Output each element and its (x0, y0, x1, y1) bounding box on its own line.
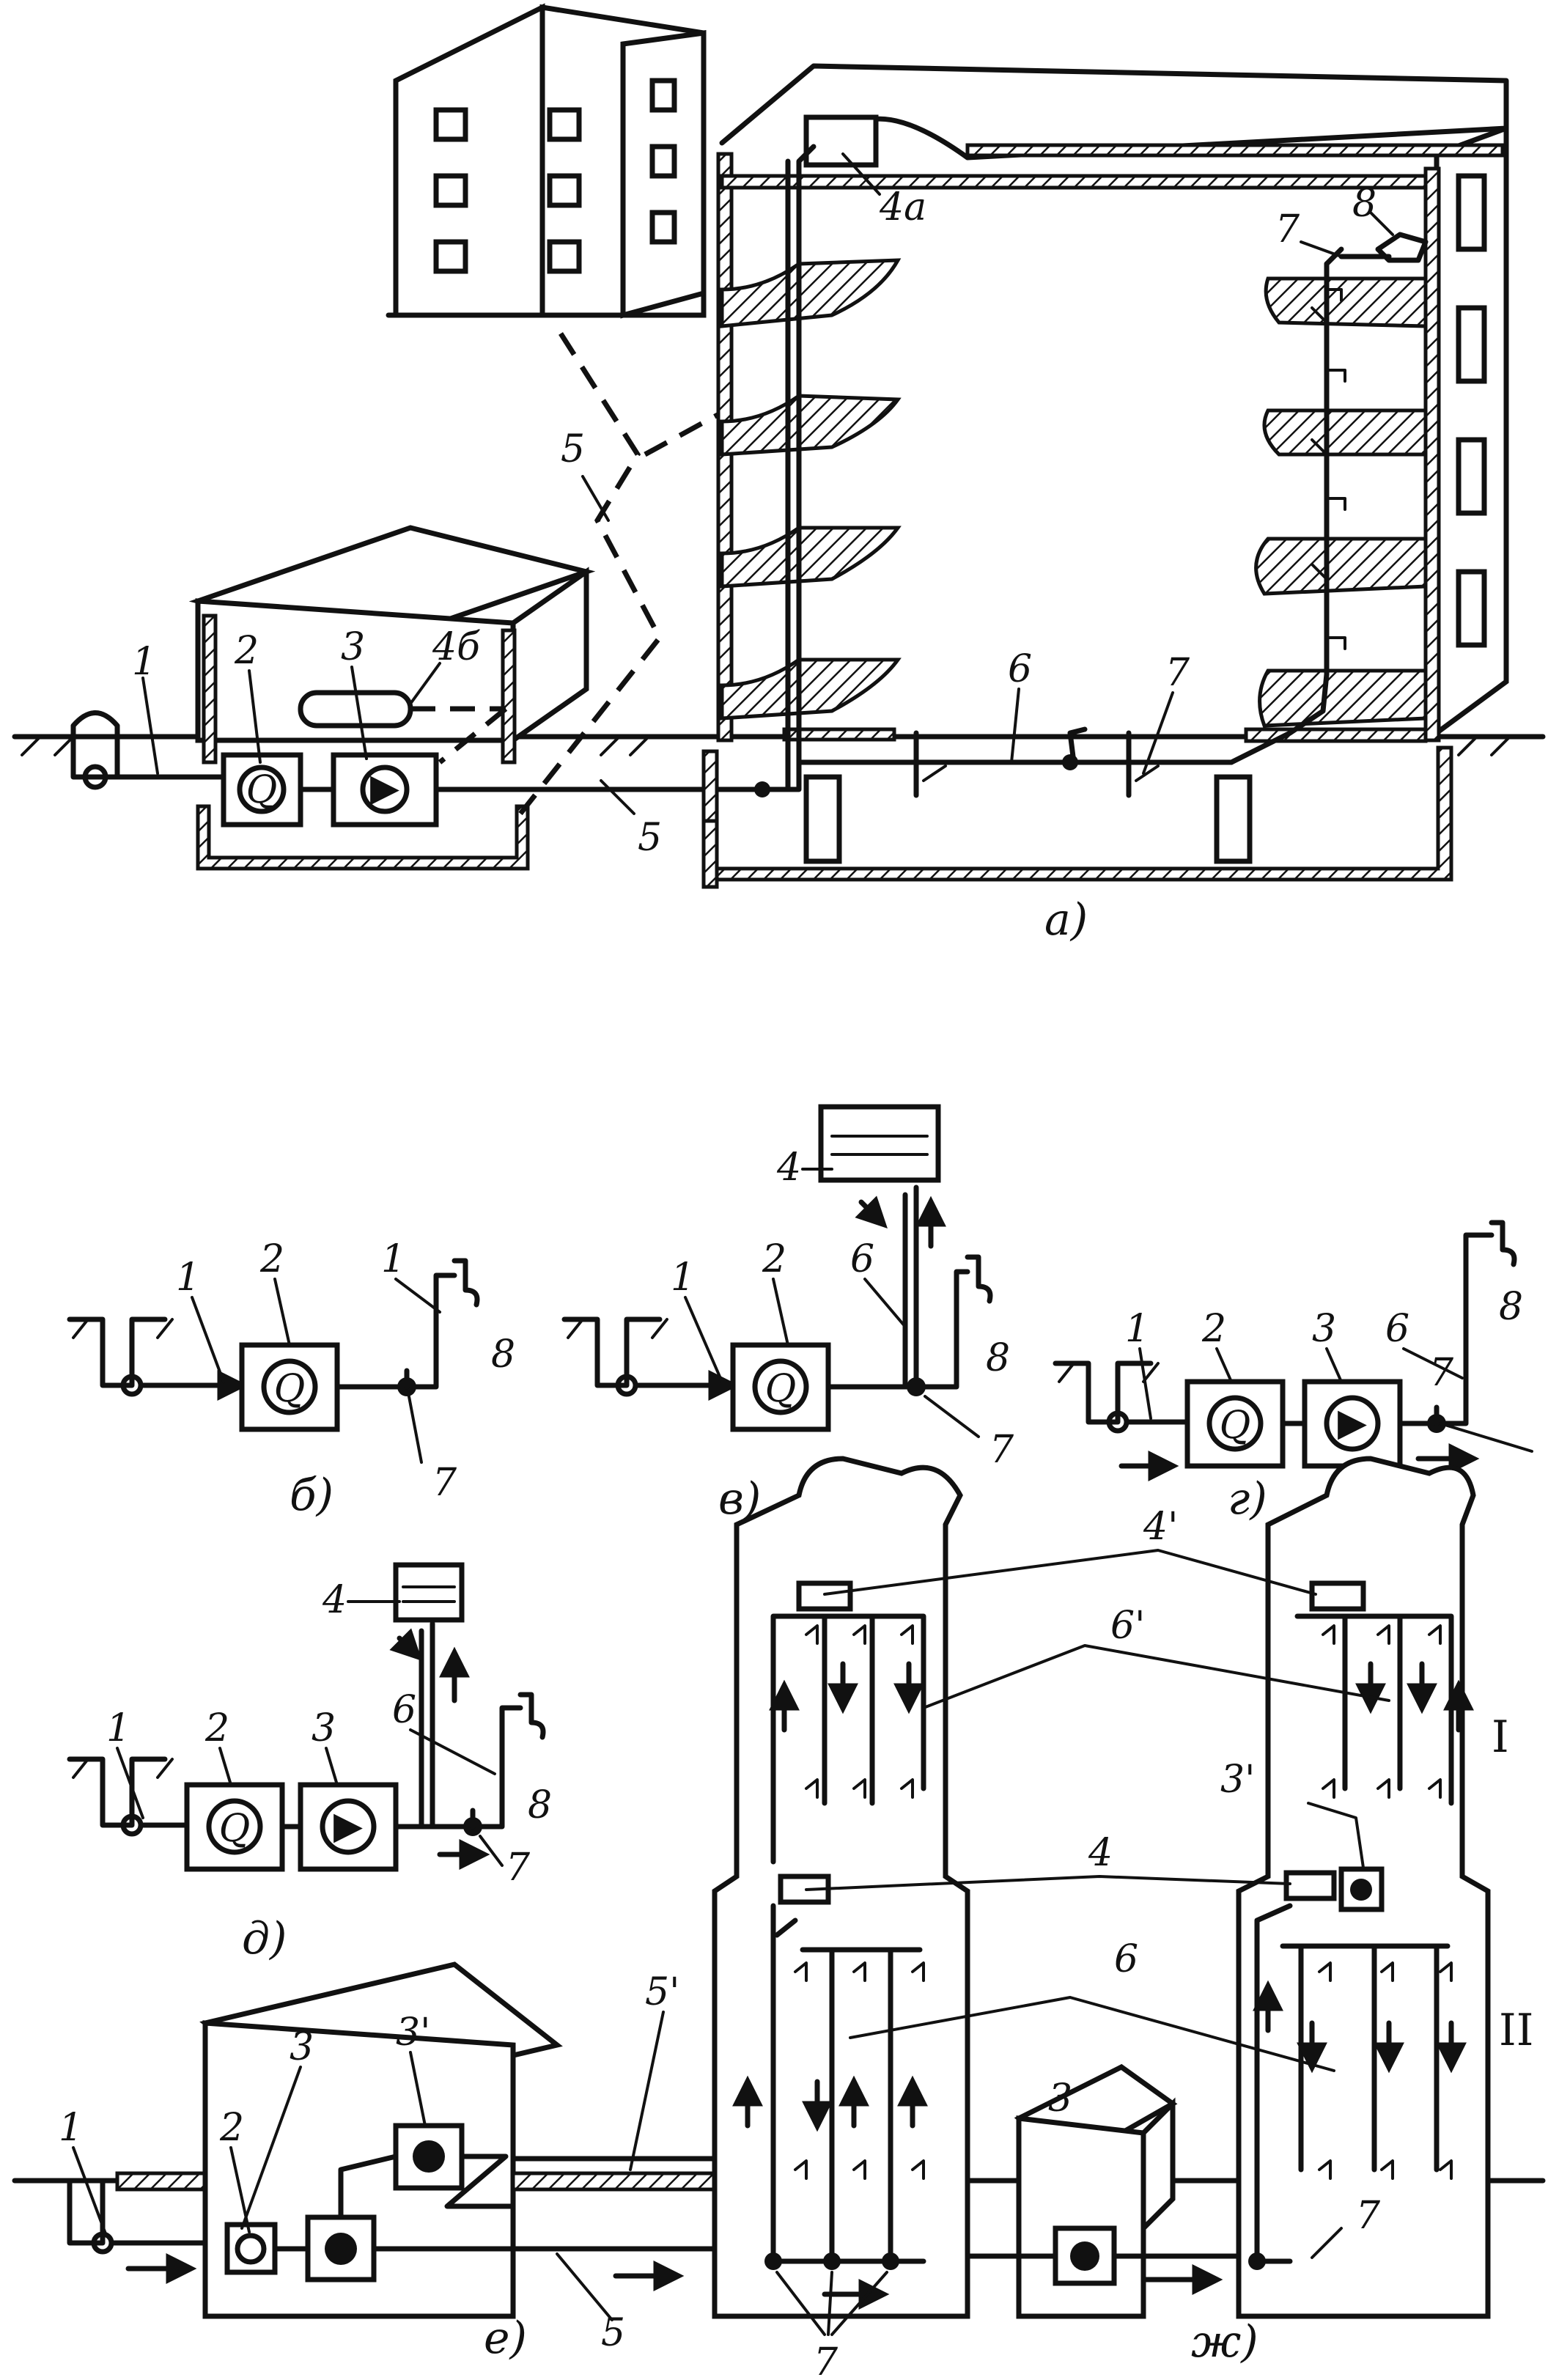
label-zh-3: 3 (1048, 2077, 1072, 2121)
label-a-7-top: 7 (1275, 207, 1300, 251)
label-b-2: 2 (259, 1237, 284, 1281)
label-g-2: 2 (1201, 1307, 1226, 1351)
left-tower-tank-4p (796, 1580, 853, 1612)
label-d-3: 3 (312, 1706, 336, 1750)
label-e-3p: 3' (396, 2011, 430, 2055)
label-v-4: 4 (776, 1146, 801, 1190)
label-e-1: 1 (59, 2106, 83, 2150)
label-b-8: 8 (491, 1333, 515, 1377)
label-a-5-top: 5 (561, 427, 585, 471)
zone-1-label: I (1492, 1712, 1509, 1763)
caption-d: д) (242, 1913, 287, 1964)
label-d-1: 1 (106, 1706, 130, 1750)
label-v-7: 7 (989, 1428, 1014, 1472)
label-a-4a: 4а (879, 185, 926, 229)
figure-g-scheme: Q ▶ 1 2 3 6 7 8 г) (1053, 1220, 1533, 1525)
label-g-1: 1 (1125, 1307, 1149, 1351)
label-a-2: 2 (234, 629, 259, 673)
label-g-6: 6 (1385, 1307, 1409, 1351)
label-d-6: 6 (392, 1688, 416, 1732)
tank-4-v (818, 1104, 941, 1183)
figure-a-building-scheme: Q ▶ (12, 3, 1546, 946)
label-a-7-bottom: 7 (1165, 651, 1190, 695)
roof-tank-4a (803, 114, 879, 168)
figure-v-scheme: Q 4 1 2 6 8 7 в) (561, 1104, 1014, 1525)
label-e-2: 2 (219, 2106, 244, 2150)
label-b-1a: 1 (176, 1256, 200, 1300)
caption-zh: ж) (1191, 2316, 1258, 2368)
meter-symbol: Q (246, 768, 278, 812)
label-v-6: 6 (850, 1237, 874, 1281)
meter-symbol-d: Q (219, 1807, 251, 1851)
meter-symbol-b: Q (274, 1367, 306, 1411)
label-b-1b: 1 (381, 1237, 405, 1281)
label-v-8: 8 (986, 1336, 1010, 1380)
label-zh-7-bottom: 7 (814, 2340, 839, 2380)
label-a-1: 1 (132, 640, 156, 684)
label-zh-4: 4 (1088, 1831, 1113, 1875)
tap-8-b (452, 1258, 480, 1308)
figure-b-scheme: Q 1 2 1 8 7 б) (67, 1237, 515, 1521)
right-tower-tank-4 (1283, 1870, 1337, 1901)
caption-b: б) (290, 1470, 333, 1521)
label-a-8: 8 (1352, 182, 1376, 226)
label-zh-4p: 4' (1143, 1505, 1178, 1549)
meter-symbol-v: Q (765, 1367, 797, 1411)
label-e-5p: 5' (645, 1970, 679, 2014)
label-d-8: 8 (528, 1783, 552, 1827)
label-b-7: 7 (432, 1461, 457, 1505)
main-building (701, 63, 1509, 889)
zone-2-label: II (1499, 2005, 1533, 2056)
figure-d-scheme: Q ▶ 4 1 2 3 6 8 7 д) (67, 1562, 552, 1964)
tank-4-d (393, 1562, 465, 1623)
label-a-3: 3 (341, 625, 365, 669)
tap-8-g (1489, 1220, 1517, 1267)
meter-symbol-g: Q (1220, 1404, 1251, 1448)
pump-house: Q ▶ (188, 525, 596, 871)
label-a-6: 6 (1008, 647, 1032, 691)
label-zh-6: 6 (1114, 1937, 1138, 1981)
label-d-4: 4 (322, 1578, 347, 1622)
label-zh-3p: 3' (1220, 1758, 1255, 1802)
label-v-2: 2 (762, 1237, 786, 1281)
pump-symbol-g: ▶ (1338, 1401, 1367, 1445)
figure-zh-towers: 4' 6' 3' 4 6 3 7 7 I II ж) (712, 1456, 1533, 2380)
label-d-2: 2 (204, 1706, 229, 1750)
tap-8-v (965, 1254, 993, 1304)
label-v-1: 1 (671, 1256, 695, 1300)
label-g-8: 8 (1499, 1285, 1523, 1329)
label-e-3: 3 (290, 2025, 314, 2069)
left-tower-tank-4 (778, 1874, 831, 1905)
label-e-5: 5 (601, 2311, 625, 2355)
distant-building (386, 3, 707, 319)
pump-symbol-d: ▶ (333, 1804, 363, 1848)
label-a-5-bottom: 5 (638, 816, 662, 860)
tap-8-d (517, 1692, 546, 1740)
label-zh-7-right: 7 (1356, 2194, 1381, 2238)
label-d-7: 7 (506, 1846, 531, 1890)
caption-a: а) (1044, 894, 1088, 946)
label-zh-6p: 6' (1110, 1604, 1145, 1648)
caption-g: г) (1228, 1473, 1267, 1525)
right-tower-tank-4p (1309, 1580, 1366, 1612)
pump-symbol: ▶ (370, 766, 399, 810)
label-g-3: 3 (1312, 1307, 1336, 1351)
caption-e: е) (484, 2313, 527, 2364)
label-a-4b: 4б (432, 625, 480, 669)
